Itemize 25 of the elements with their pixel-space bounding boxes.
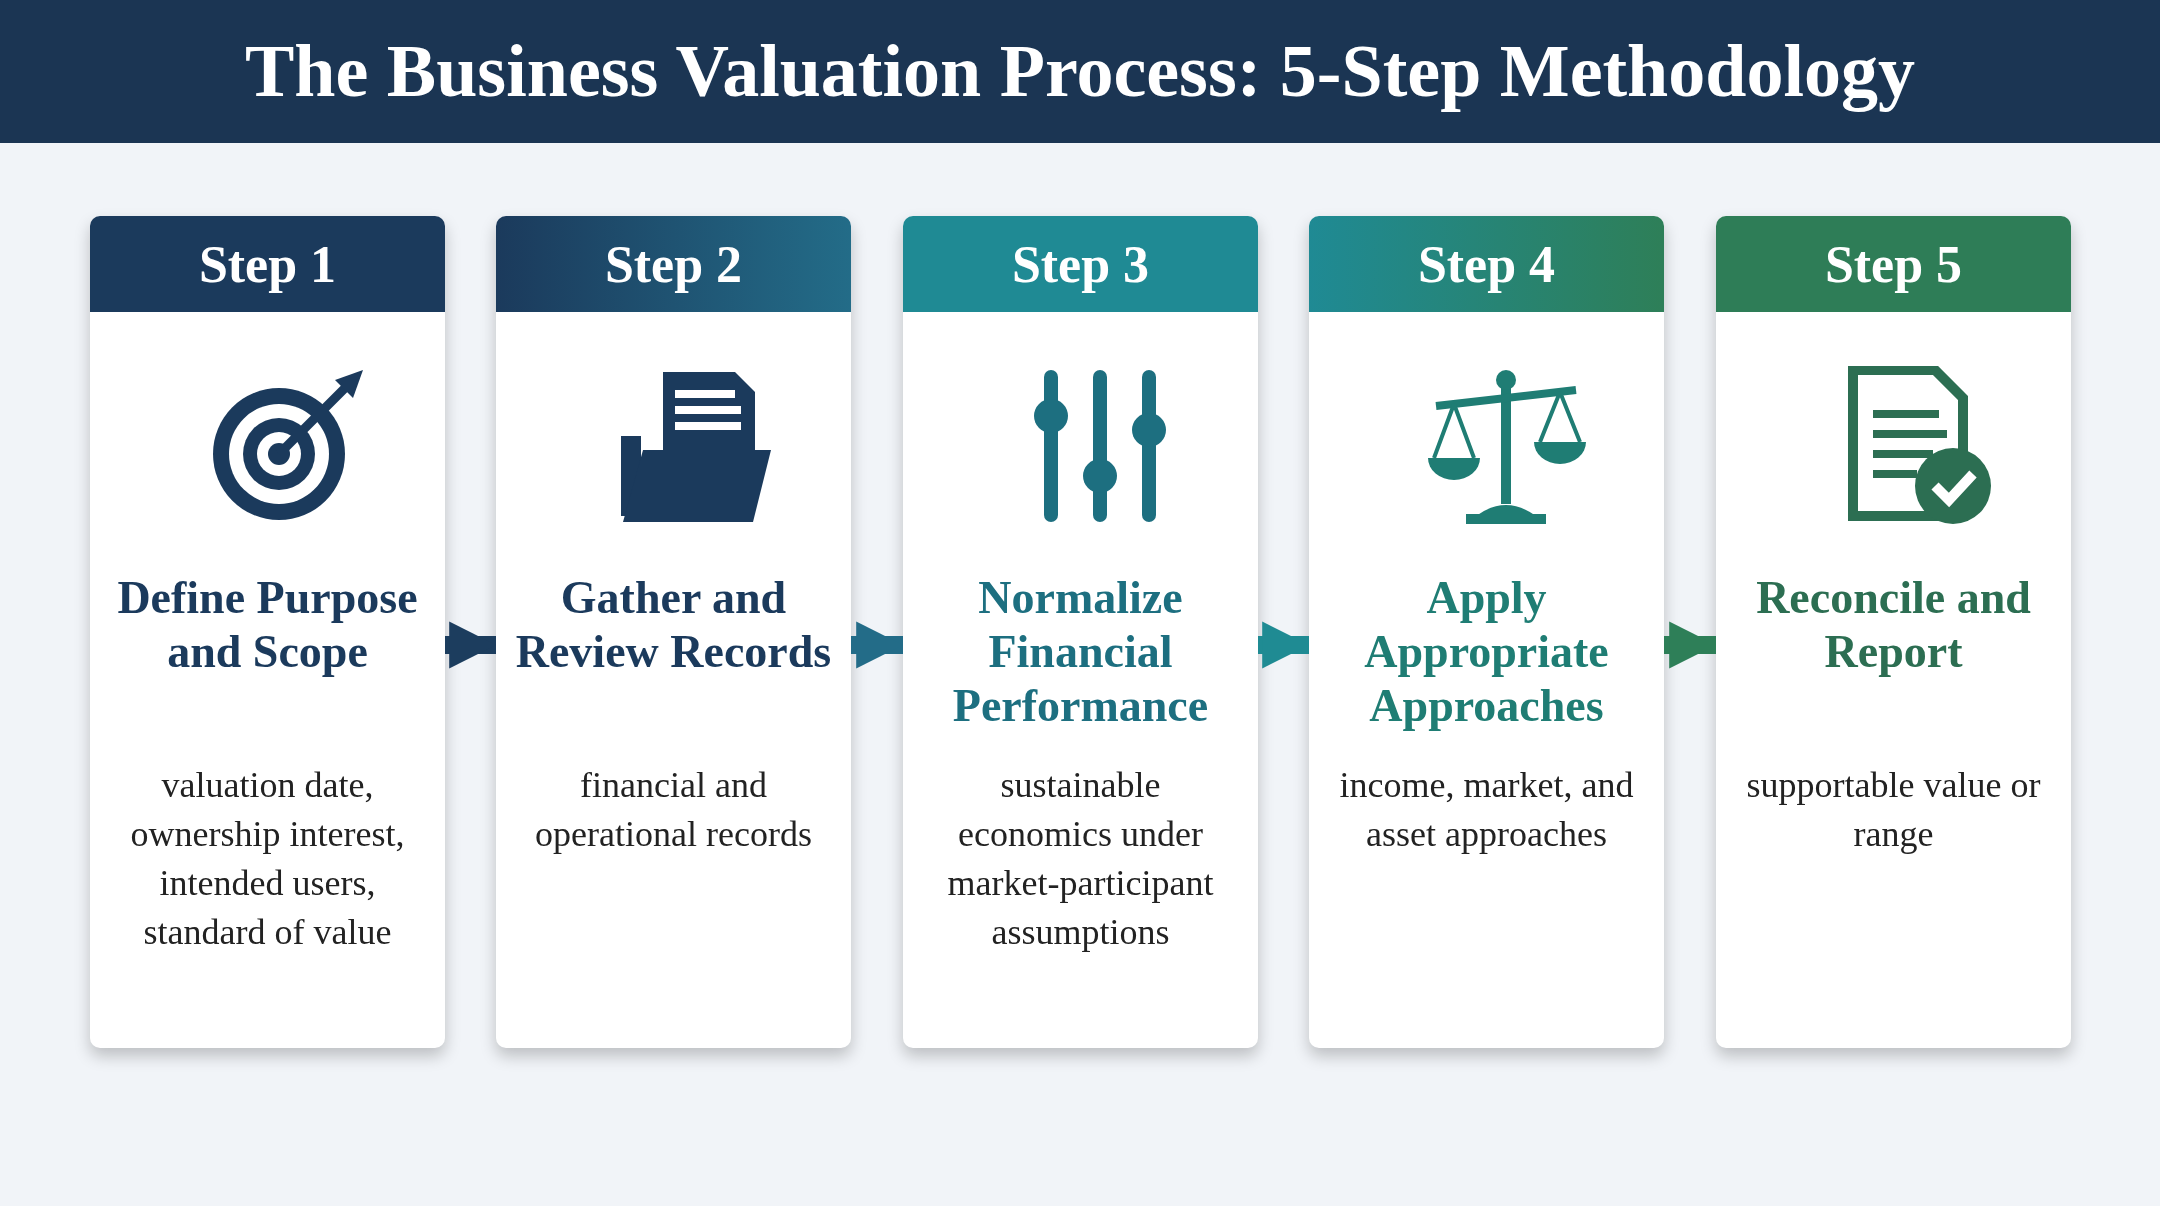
step-header: Step 4 (1309, 216, 1664, 312)
arrow (1258, 621, 1309, 669)
step-heading: Reconcile and Report (1755, 571, 2032, 679)
step-heading: Define Purpose and Scope (116, 571, 419, 679)
arrow (445, 621, 496, 669)
step-header: Step 1 (90, 216, 445, 312)
step-header: Step 2 (496, 216, 851, 312)
title-banner: The Business Valuation Process: 5-Step Methodology (0, 0, 2160, 143)
step-card (90, 216, 445, 1048)
step-heading: Apply Appropriate Approaches (1363, 571, 1610, 733)
step-card (903, 216, 1258, 1048)
arrow (1664, 621, 1716, 669)
step-description: income, market, and asset approaches (1338, 764, 1635, 856)
step-card (1716, 216, 2071, 1048)
step-card (1309, 216, 1664, 1048)
step-heading: Gather and Review Records (514, 571, 833, 679)
step-heading: Normalize Financial Performance (951, 571, 1210, 733)
step-description: supportable value or range (1745, 764, 2042, 856)
step-description: financial and operational records (534, 764, 813, 856)
step-card (496, 216, 851, 1048)
step-description: valuation date, ownership interest, intended users, standard of value (129, 764, 406, 954)
step-header: Step 3 (903, 216, 1258, 312)
step-header: Step 5 (1716, 216, 2071, 312)
arrow (851, 621, 903, 669)
step-description: sustainable economics under market-participant assumptions (946, 764, 1215, 954)
